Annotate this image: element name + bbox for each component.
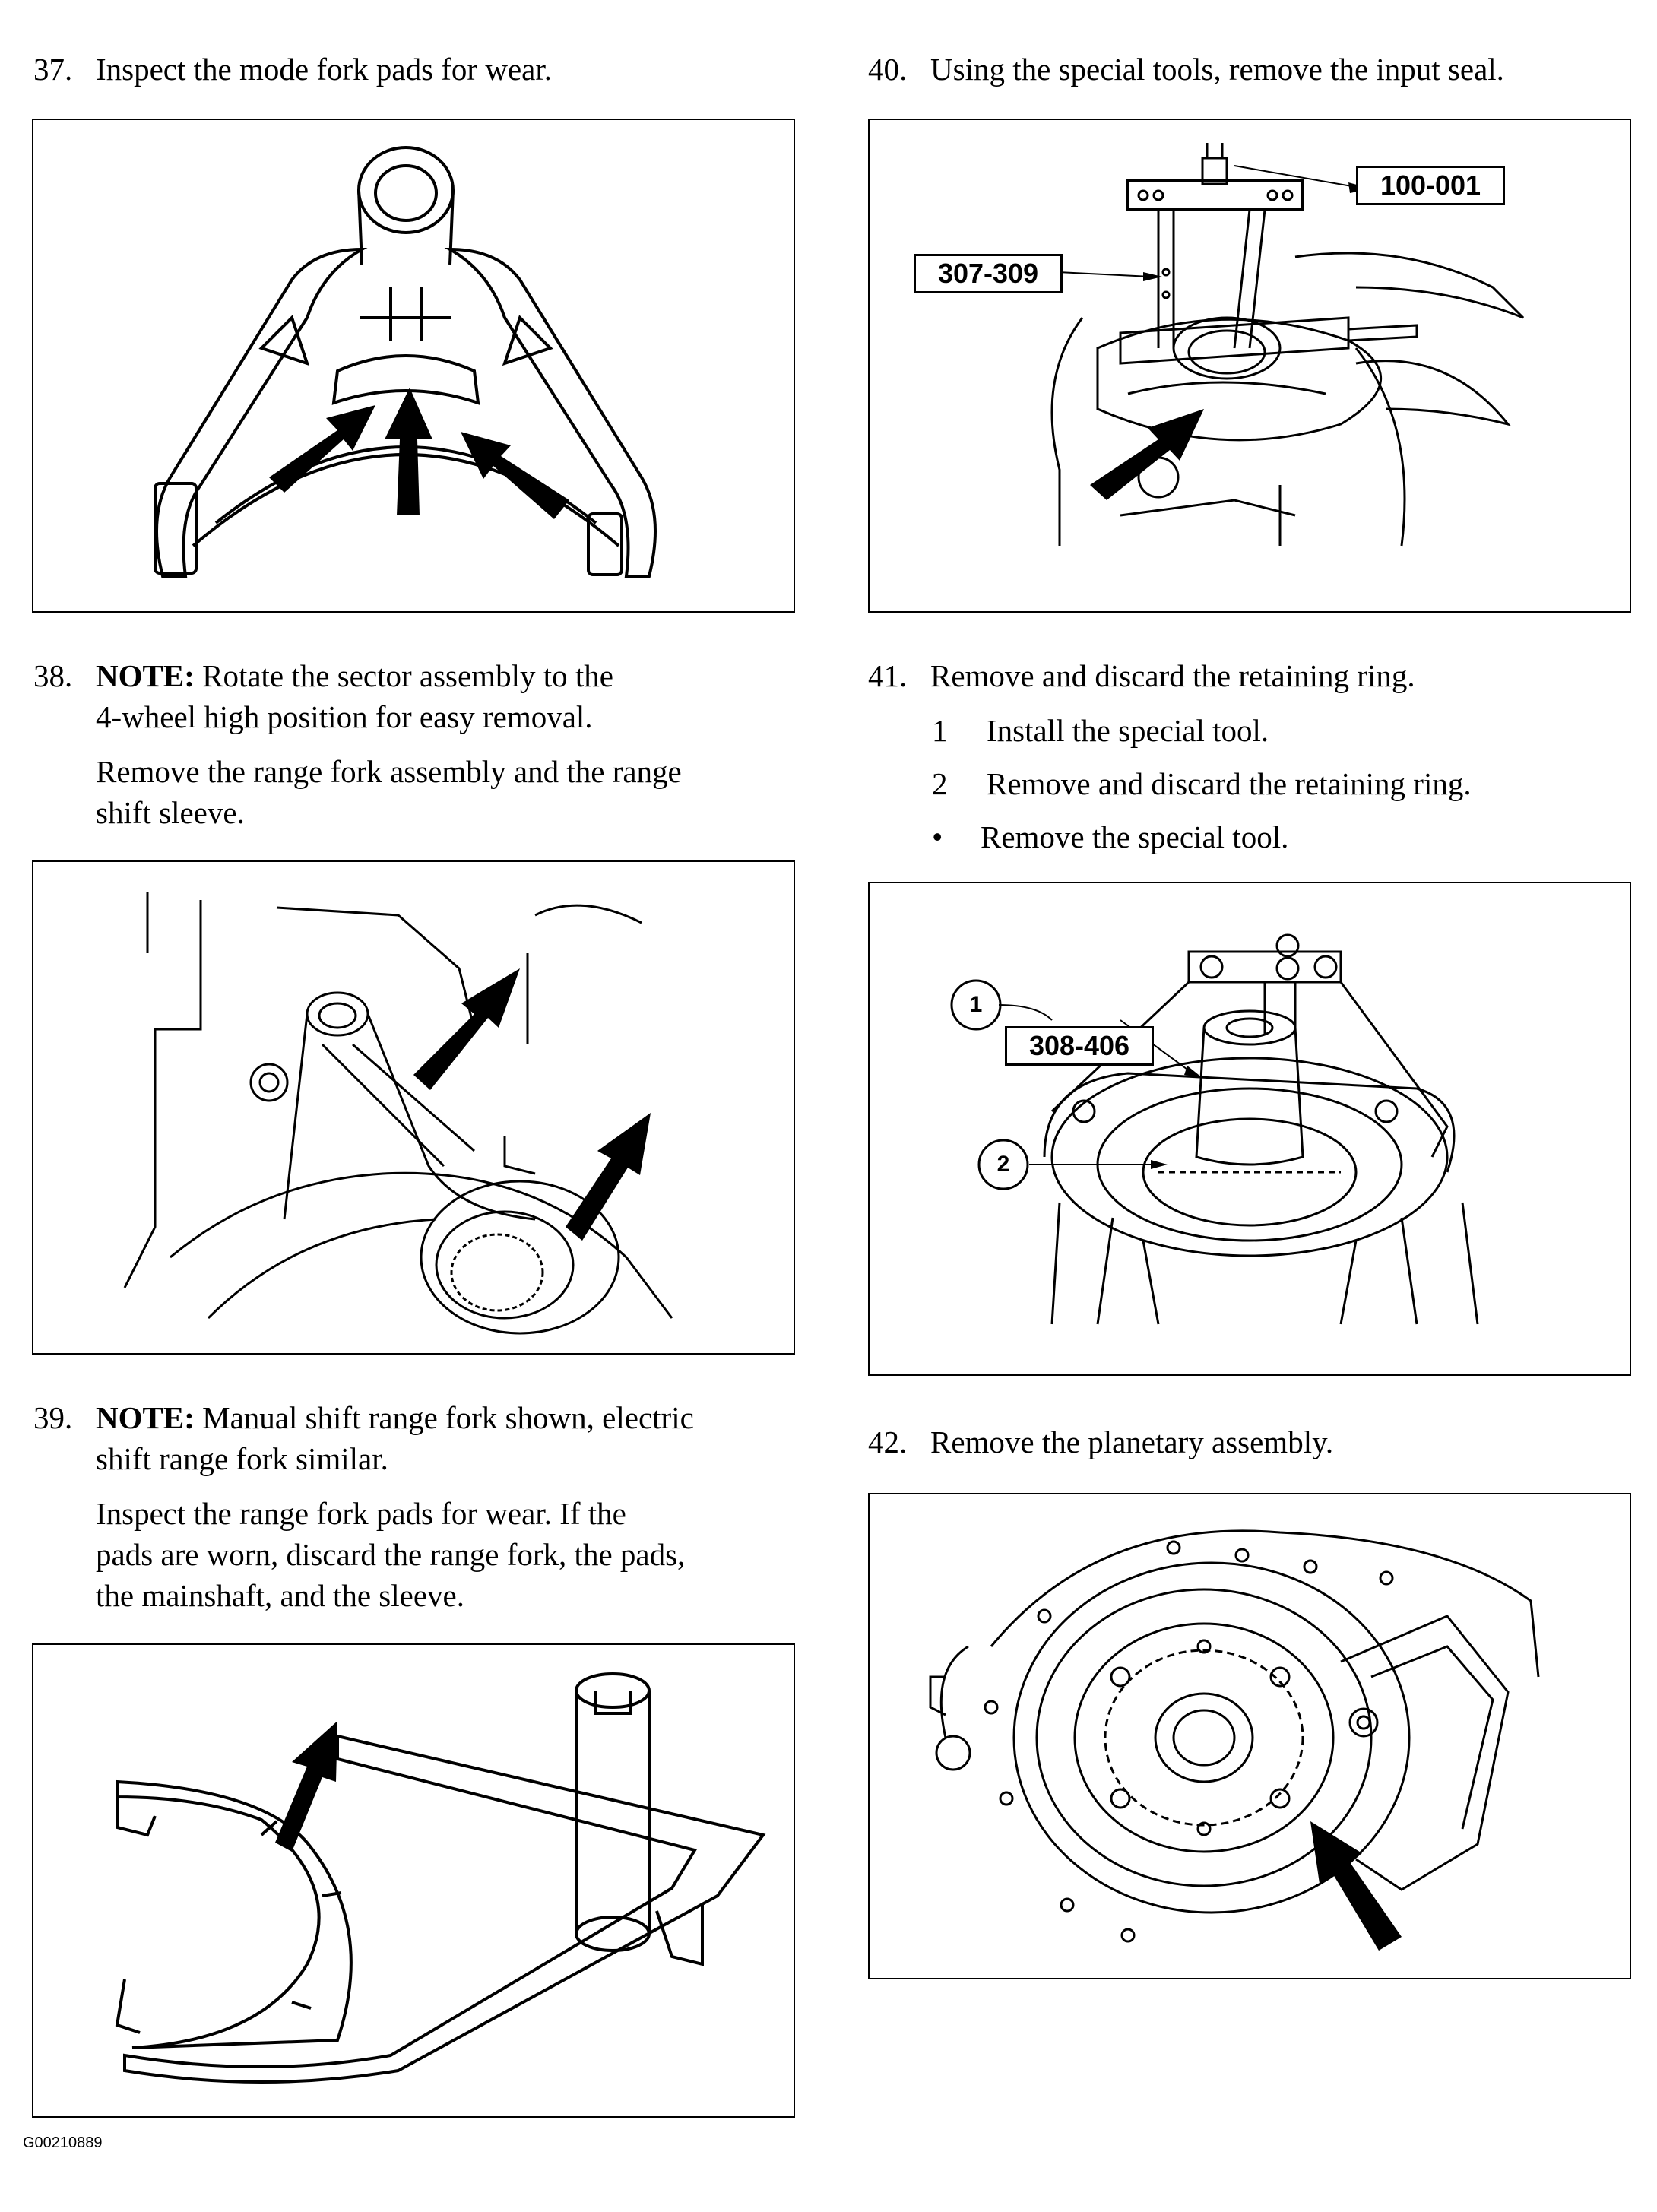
figure-input-seal-removal: 100-001 307-309 (868, 119, 1631, 613)
callout-circle-1: 1 (969, 992, 983, 1017)
step-number: 41. (868, 658, 908, 693)
substep-text: Remove and discard the retaining ring. (987, 766, 1472, 801)
callout-307-309: 307-309 (914, 254, 1063, 293)
step-text: Using the special tools, remove the inpu… (930, 52, 1504, 87)
step-number: 42. (868, 1424, 908, 1459)
step-40: 40. Using the special tools, remove the … (868, 49, 1636, 94)
figure-range-fork-assembly (32, 860, 795, 1355)
substep-marker: 2 (932, 766, 948, 801)
note-label: NOTE: (96, 658, 195, 693)
step-number: 39. (33, 1400, 73, 1435)
step-39: 39. NOTE: Manual shift range fork shown,… (33, 1397, 794, 1625)
substep-text: Remove the special tool. (981, 819, 1289, 854)
step-text: Remove and discard the retaining ring. (930, 658, 1415, 693)
step-text-2: shift sleeve. (96, 795, 245, 830)
step-number: 38. (33, 658, 73, 693)
step-text: Inspect the mode fork pads for wear. (96, 52, 552, 87)
callout-100-001: 100-001 (1356, 166, 1505, 205)
step-text: Remove the range fork assembly and the r… (96, 754, 682, 789)
callout-308-406: 308-406 (1005, 1026, 1154, 1066)
step-37: 37. Inspect the mode fork pads for wear. (33, 49, 778, 94)
substep-marker: 1 (932, 713, 948, 748)
note-label: NOTE: (96, 1400, 195, 1435)
figure-planetary-assembly (868, 1493, 1631, 1979)
figure-retaining-ring-removal: 1 2 308-406 (868, 882, 1631, 1376)
step-number: 37. (33, 52, 73, 87)
step-text-3: the mainshaft, and the sleeve. (96, 1578, 464, 1613)
step-text-2: pads are worn, discard the range fork, t… (96, 1537, 686, 1572)
step-41: 41. Remove and discard the retaining rin… (868, 655, 1636, 701)
callout-circle-2: 2 (996, 1152, 1010, 1177)
substep-bullet: • (932, 819, 943, 854)
figure-mode-fork (32, 119, 795, 613)
step-text: Remove the planetary assembly. (930, 1424, 1334, 1459)
step-42: 42. Remove the planetary assembly. (868, 1421, 1636, 1467)
substep-text: Install the special tool. (987, 713, 1269, 748)
step-text: Inspect the range fork pads for wear. If… (96, 1496, 626, 1531)
note-text: Rotate the sector assembly to the (202, 658, 613, 693)
figure-code: G00210889 (23, 2134, 103, 2151)
note-text-2: shift range fork similar. (96, 1441, 388, 1476)
note-text: Manual shift range fork shown, electric (202, 1400, 694, 1435)
step-number: 40. (868, 52, 908, 87)
note-text-2: 4-wheel high position for easy removal. (96, 699, 593, 734)
figure-range-fork-pads (32, 1643, 795, 2118)
step-38: 38. NOTE: Rotate the sector assembly to … (33, 655, 794, 830)
